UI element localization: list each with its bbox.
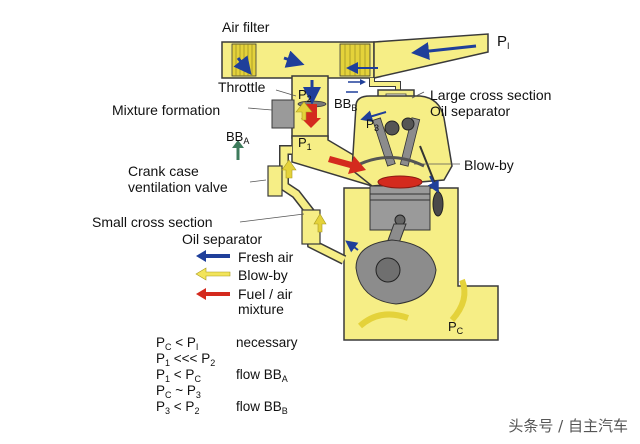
blow-by-arrows <box>281 101 327 233</box>
label-oil-separator-top: Oil separator <box>430 103 511 119</box>
legend-fresh-air-icon <box>196 250 230 262</box>
equation-row: P1 < PC <box>156 367 201 384</box>
label-air-filter: Air filter <box>222 19 270 35</box>
label-throttle: Throttle <box>218 79 266 95</box>
label-pc: PC <box>448 319 464 336</box>
label-p-i: PI <box>497 33 510 51</box>
legend-blow-by-icon <box>195 267 231 281</box>
label-p3: P3 <box>366 117 380 133</box>
label-blow-by: Blow-by <box>464 157 514 173</box>
small-oil-separator <box>301 209 321 245</box>
label-small-cross-section: Small cross section <box>92 214 213 230</box>
filter-element-left <box>231 43 257 77</box>
crank-case-ventilation-valve <box>267 165 283 197</box>
legend-fuel-air-label: Fuel / air <box>238 286 293 302</box>
equation-note: flow BBB <box>236 399 288 416</box>
leader-lines <box>239 89 460 223</box>
watermark: 头条号 / 自主汽车 <box>508 417 628 435</box>
label-oil-separator-bottom: Oil separator <box>182 231 263 247</box>
label-ventilation-valve: ventilation valve <box>128 179 228 195</box>
legend-fresh-air-label: Fresh air <box>238 249 294 265</box>
label-mixture-formation: Mixture formation <box>112 102 221 118</box>
equation-note: necessary <box>236 335 298 350</box>
fresh-air-arrows <box>233 42 477 253</box>
bba-arrow-icon <box>232 140 244 160</box>
legend-fuel-air-icon <box>196 288 230 300</box>
label-p2: P2 <box>298 87 312 104</box>
label-bbb: BBB <box>334 96 358 113</box>
valve-train <box>359 117 425 168</box>
label-p1: P1 <box>298 135 312 152</box>
equation-row: PC ~ P3 <box>156 383 201 400</box>
legend-blow-by-label: Blow-by <box>238 267 288 283</box>
piston <box>369 175 431 231</box>
equation-row: P1 <<< P2 <box>156 351 216 368</box>
legend-fuel-air-label2: mixture <box>238 301 284 317</box>
label-crank-case: Crank case <box>128 163 199 179</box>
label-bba: BBA <box>226 129 250 146</box>
air-filter <box>221 33 489 79</box>
crankshaft <box>355 239 437 305</box>
bbb-arrow-icon <box>346 79 366 93</box>
label-large-cross-section: Large cross section <box>430 87 552 103</box>
filter-element-right <box>339 43 371 77</box>
equation-note: flow BBA <box>236 367 288 384</box>
equation-row: P3 < P2 <box>156 399 200 416</box>
equation-row: PC < PI <box>156 335 199 352</box>
